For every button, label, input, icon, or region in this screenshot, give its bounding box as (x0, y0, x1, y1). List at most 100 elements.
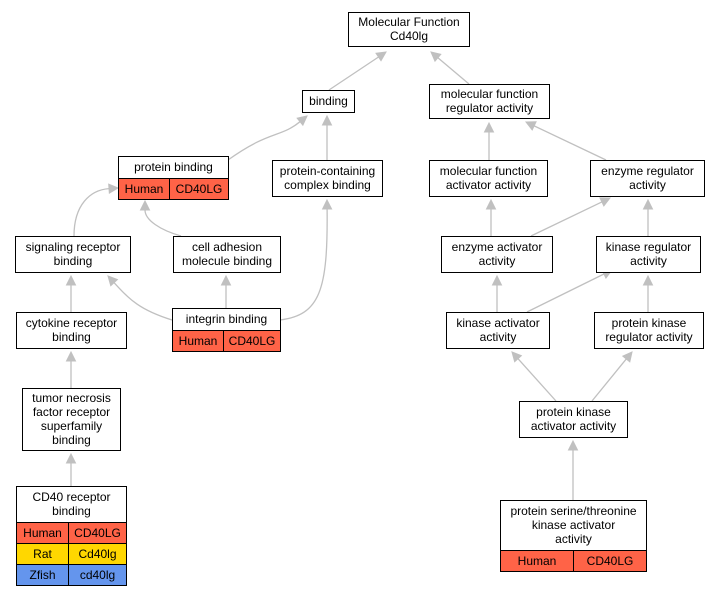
arrowhead (108, 183, 120, 194)
edge-srb-to-pb (73, 183, 120, 237)
edge-pkaa-to-pkra (591, 351, 633, 402)
gene-label: CD40LG (176, 182, 223, 196)
annotation-row: Human CD40LG (118, 178, 229, 200)
edge-line (526, 273, 605, 313)
term-box (596, 236, 701, 273)
edge-line (533, 125, 607, 161)
term-label-line: kinase activator (456, 316, 539, 330)
term-label-line: Cd40lg (390, 29, 428, 43)
term-label-line: factor receptor (33, 405, 110, 419)
arrowhead (491, 274, 503, 286)
arrowhead (621, 351, 633, 363)
gene-cell (169, 178, 229, 200)
edge-eaa-to-era (530, 197, 612, 237)
term-label-line: protein serine/threonine (510, 504, 636, 518)
term-label-line: activity (629, 178, 666, 192)
arrowhead (511, 351, 523, 363)
term-box (302, 90, 355, 113)
edge-binding-to-mf (328, 51, 387, 91)
term-box (429, 84, 550, 119)
edge-pkra-to-kra (642, 274, 654, 312)
arrowhead (321, 198, 333, 210)
gene-label: cd40lg (80, 568, 115, 582)
edge-line (227, 121, 301, 161)
arrowhead (296, 115, 308, 127)
term-label-line: protein-containing (280, 164, 375, 178)
term-label-line: binding (52, 433, 91, 447)
edge-camb-to-pb (139, 199, 182, 237)
edge-line (530, 201, 603, 237)
species-label: Human (179, 334, 218, 348)
term-label-line: molecular function (441, 87, 538, 101)
arrowhead (485, 198, 497, 210)
edge-pccb-to-binding (321, 114, 333, 160)
term-label-line: kinase activator (532, 518, 615, 532)
edge-ib-to-pccb (279, 198, 333, 321)
term-box (16, 312, 127, 349)
term-label-line: activity (555, 532, 592, 546)
edge-kra-to-era (642, 198, 654, 236)
term-label-line: tumor necrosis (32, 391, 111, 405)
term-label-line: binding (52, 504, 91, 518)
term-label-line: integrin binding (186, 312, 267, 326)
edge-crb-to-srb (65, 274, 77, 312)
term-label-line: molecule binding (182, 254, 272, 268)
arrowhead (65, 350, 77, 362)
species-label: Human (125, 182, 164, 196)
term-label-line: activity (480, 330, 517, 344)
term-label-line: activity (479, 254, 516, 268)
arrowhead (430, 51, 442, 63)
edge-era-to-mfra (524, 121, 607, 161)
edge-line (437, 57, 470, 85)
gene-cell (68, 564, 127, 586)
edge-ib-to-srb (107, 275, 173, 321)
term-label-line: activator activity (446, 178, 531, 192)
arrowhead (220, 274, 232, 286)
edge-line (517, 358, 557, 402)
term-label-line: regulator activity (605, 330, 692, 344)
arrowhead (642, 198, 654, 210)
term-node-binding[interactable]: binding (302, 90, 355, 113)
arrowhead (599, 197, 612, 207)
edge-line (113, 282, 173, 321)
term-label-line: enzyme activator (452, 240, 543, 254)
edge-pkaa-to-kaa (511, 351, 557, 402)
term-box (590, 160, 705, 197)
term-label-line: binding (309, 94, 348, 108)
species-label: Human (518, 554, 557, 568)
edges-layer (65, 51, 654, 500)
edge-ib-to-camb (220, 274, 232, 308)
term-label-line: molecular function (440, 164, 537, 178)
term-box (441, 236, 553, 273)
edge-tnfrsb-to-crb (65, 350, 77, 388)
arrowhead (524, 121, 537, 131)
arrowhead (65, 452, 77, 464)
term-box (272, 160, 383, 197)
arrowhead (107, 275, 119, 287)
gene-label: Cd40lg (78, 547, 116, 561)
edge-kaa-to-eaa (491, 274, 503, 312)
term-label-line: protein kinase (536, 405, 611, 419)
arrowhead (375, 51, 387, 62)
